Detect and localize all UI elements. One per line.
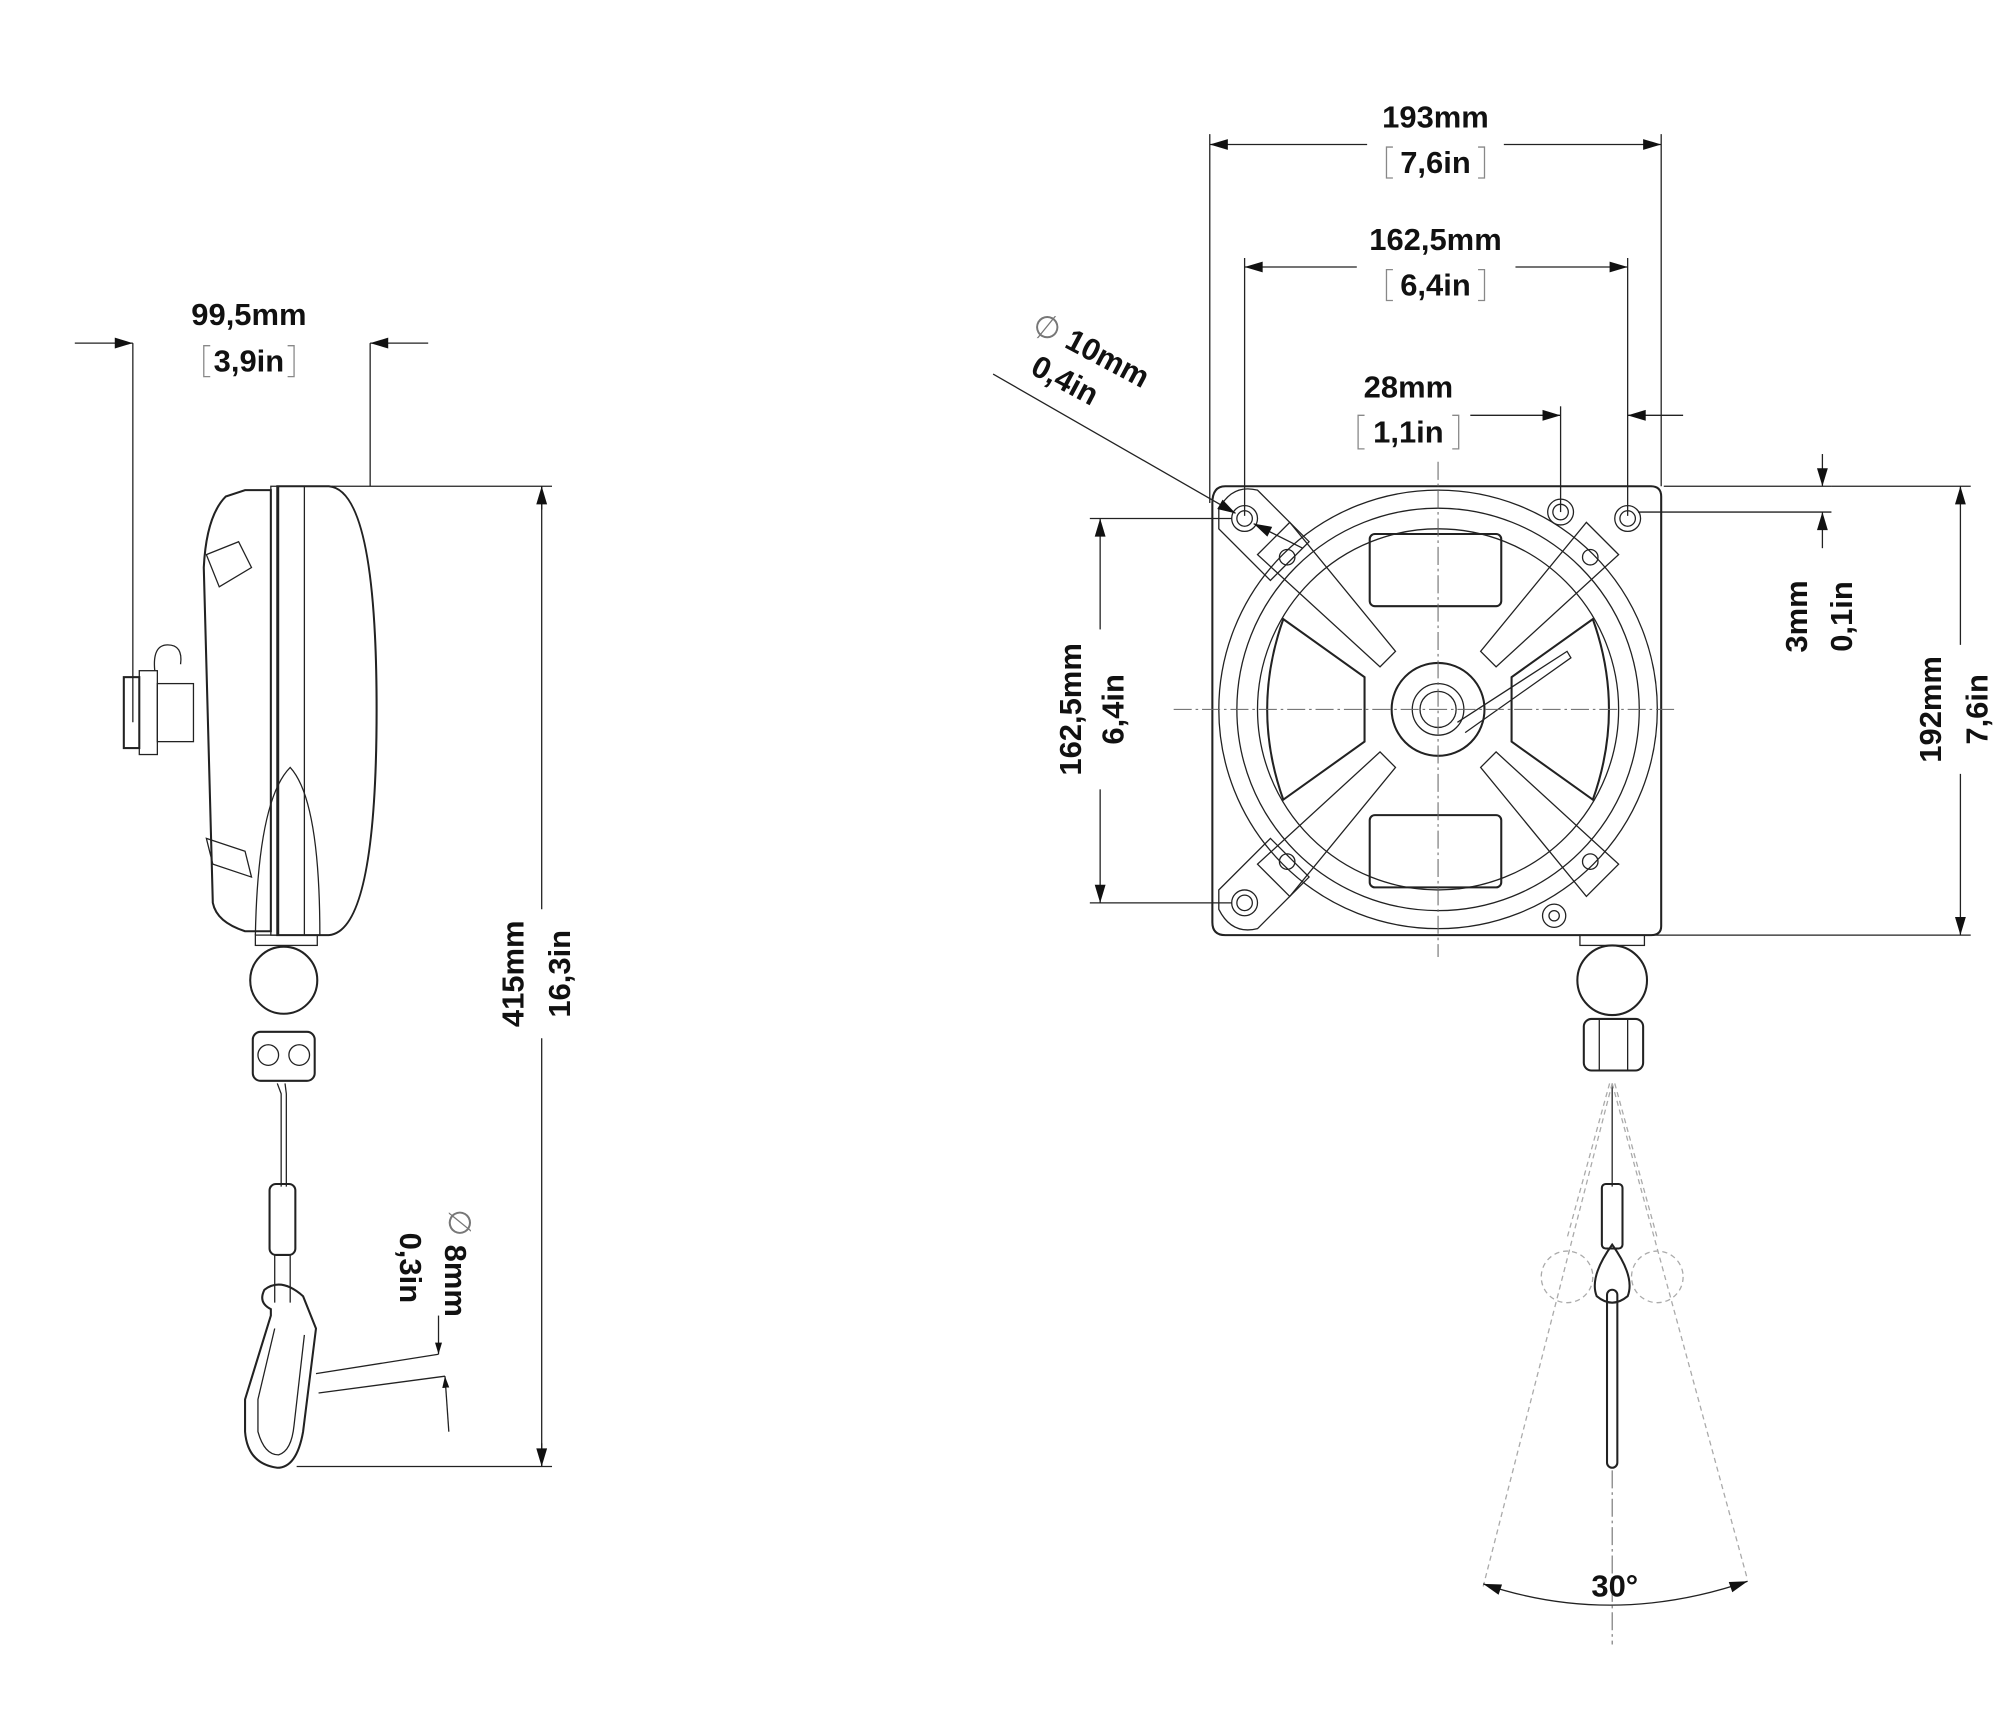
housing-height-mm-label: 192mm — [1913, 656, 1948, 763]
height-in-label: 16,3in — [542, 930, 577, 1018]
hole-spacing-horizontal-dimension: 162,5mm 6,4in — [1243, 222, 1629, 516]
hook-dia-mm-label: 8mm — [438, 1245, 473, 1317]
front-cable-assembly: 30° — [1482, 944, 1749, 1645]
front-housing — [1173, 461, 1677, 958]
hook-diameter-dimension: ∅ 8mm 0,3in — [315, 1209, 477, 1432]
swing-angle-label: 30° — [1591, 1569, 1638, 1604]
hole-spacing-h-mm-label: 162,5mm — [1369, 222, 1501, 257]
housing-height-dimension: 192mm 7,6in — [1644, 485, 1994, 936]
total-height-dimension: 415mm 16,3in — [296, 485, 577, 1468]
offset-mm-label: 28mm — [1364, 369, 1453, 404]
width-dimension: 193mm 7,6in — [1209, 100, 1662, 504]
depth-in-label: 3,9in — [214, 343, 285, 378]
front-view: 30° 193mm 7,6in 162,5mm 6,4in 28m — [992, 100, 1994, 1645]
height-mm-label: 415mm — [496, 920, 531, 1027]
width-in-label: 7,6in — [1400, 145, 1471, 180]
top-offset-in-label: 0,1in — [1824, 581, 1859, 652]
hole-spacing-v-in-label: 6,4in — [1095, 674, 1130, 745]
side-cable-assembly — [244, 945, 319, 1469]
hole-spacing-h-in-label: 6,4in — [1400, 267, 1471, 302]
width-mm-label: 193mm — [1382, 100, 1489, 135]
offset-in-label: 1,1in — [1373, 414, 1444, 449]
offset-dimension: 28mm 1,1in — [1357, 369, 1684, 513]
hole-spacing-vertical-dimension: 162,5mm 6,4in — [1053, 517, 1232, 904]
depth-dimension: 99,5mm 3,9in — [74, 297, 429, 723]
diameter-symbol: ∅ — [442, 1209, 477, 1236]
housing-height-in-label: 7,6in — [1959, 674, 1994, 745]
hole-spacing-v-mm-label: 162,5mm — [1053, 643, 1088, 775]
side-body — [122, 485, 378, 947]
top-offset-mm-label: 3mm — [1779, 580, 1814, 652]
top-offset-dimension: 3mm 0,1in — [1637, 454, 1859, 653]
depth-mm-label: 99,5mm — [191, 297, 306, 332]
side-view: 99,5mm 3,9in 415mm 16,3in ∅ 8mm 0,3in — [74, 297, 577, 1469]
diameter-symbol: ∅ — [1034, 310, 1061, 345]
hook-dia-in-label: 0,3in — [393, 1233, 428, 1304]
